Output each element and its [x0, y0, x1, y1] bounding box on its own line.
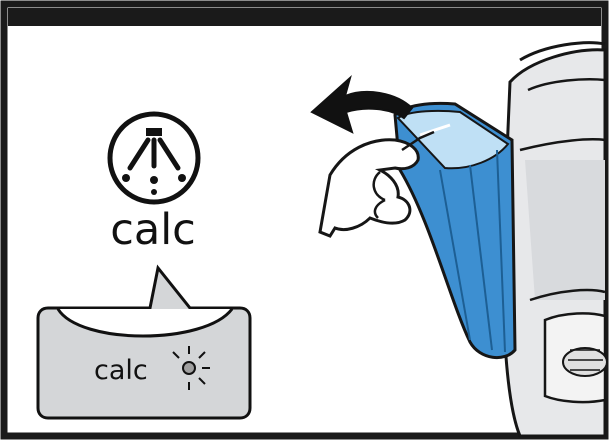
- panel-label: calc: [94, 355, 148, 386]
- water-tank-icon: [393, 101, 517, 359]
- arrow-curved-left-icon: [310, 74, 414, 134]
- display-label: calc: [110, 205, 196, 255]
- blinking-light-icon: [172, 346, 210, 390]
- control-panel-callout: [36, 264, 252, 420]
- descale-spray-icon: [107, 111, 201, 205]
- hand-icon: [318, 130, 435, 238]
- coffee-machine-icon: [501, 41, 608, 438]
